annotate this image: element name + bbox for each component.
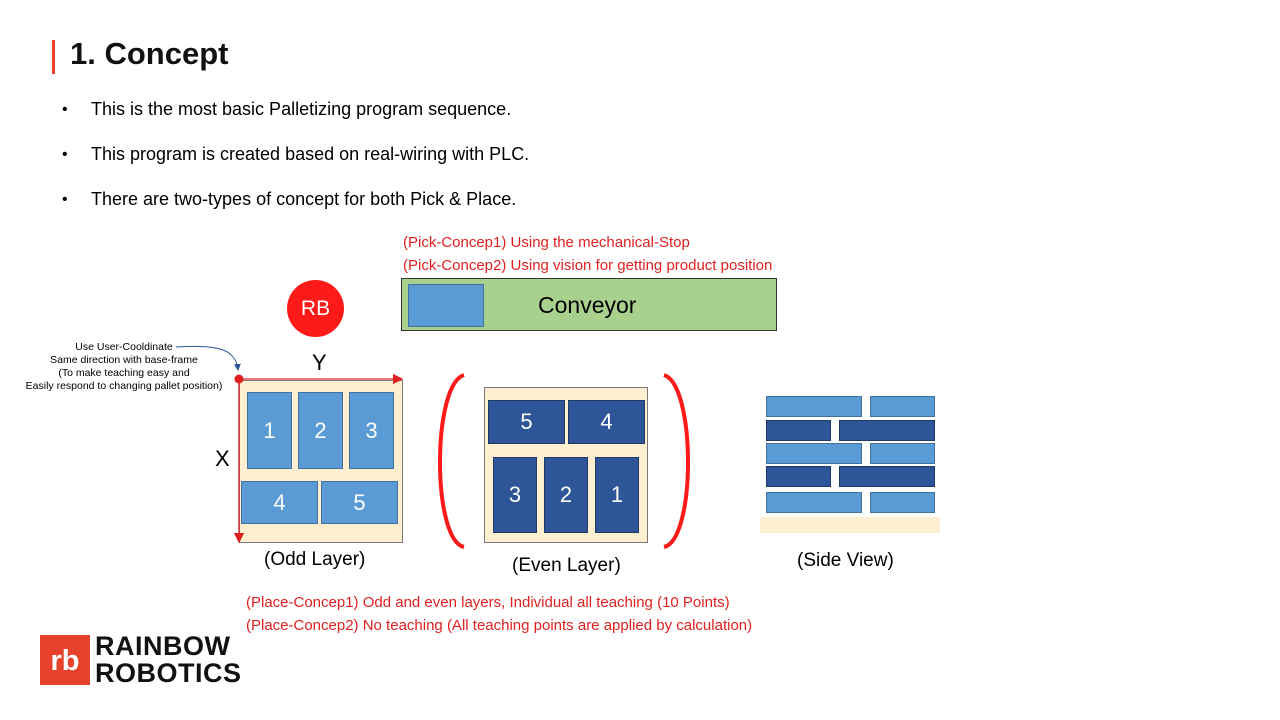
side-view-box <box>870 443 935 464</box>
odd-layer-box: 5 <box>321 481 398 524</box>
even-layer-box: 1 <box>595 457 639 533</box>
bullet-item: There are two-types of concept for both … <box>91 189 517 209</box>
even-layer-box: 4 <box>568 400 645 444</box>
side-view-pallet <box>760 517 940 533</box>
side-view-box <box>766 466 831 487</box>
side-view-caption: (Side View) <box>797 550 894 571</box>
conveyor-product-box <box>408 284 484 327</box>
pick-concept-2-note: (Pick-Concep2) Using vision for getting … <box>403 257 773 274</box>
origin-point <box>234 374 244 384</box>
odd-layer-box: 1 <box>247 392 292 469</box>
page-title: 1. Concept <box>70 36 229 71</box>
svg-text:rb: rb <box>51 645 80 677</box>
even-layer-box: 2 <box>544 457 588 533</box>
odd-layer-box: 4 <box>241 481 318 524</box>
user-coordinate-note-line: Use User-Cooldinate <box>75 341 173 353</box>
even-layer-box: 5 <box>488 400 565 444</box>
pick-concept-1-note: (Pick-Concep1) Using the mechanical-Stop <box>403 234 690 251</box>
right-bracket <box>663 373 690 549</box>
bullet-item: This program is created based on real-wi… <box>91 144 530 164</box>
side-view-box <box>766 420 831 441</box>
x-axis-label: X <box>215 446 230 471</box>
even-layer-box: 3 <box>493 457 537 533</box>
title-accent-bar <box>52 40 55 74</box>
side-view-box <box>766 492 862 513</box>
conveyor-label: Conveyor <box>538 292 637 318</box>
logo-wordmark-line1: RAINBOW <box>95 631 231 661</box>
place-concept-1-note: (Place-Concep1) Odd and even layers, Ind… <box>246 594 730 611</box>
user-coordinate-note-line: Easily respond to changing pallet positi… <box>25 380 223 392</box>
user-coordinate-note: Use User-Cooldinate Same direction with … <box>14 341 234 393</box>
bullet-item: This is the most basic Palletizing progr… <box>91 99 512 119</box>
user-coordinate-note-line: (To make teaching easy and <box>58 367 190 379</box>
side-view-box <box>839 466 935 487</box>
side-view-box <box>870 492 935 513</box>
robot-base-marker: RB <box>287 280 344 337</box>
company-logo: rb <box>40 635 90 690</box>
side-view-box <box>766 443 862 464</box>
rb-logo-mark-icon: rb <box>40 635 90 685</box>
user-coordinate-note-line: Same direction with base-frame <box>50 354 198 366</box>
bullet-marker: • <box>62 146 68 163</box>
logo-wordmark-line2: ROBOTICS <box>95 658 242 688</box>
leader-arrow <box>175 345 241 371</box>
odd-layer-box: 2 <box>298 392 343 469</box>
side-view-box <box>839 420 935 441</box>
y-axis-label: Y <box>312 350 327 375</box>
left-bracket <box>438 373 465 549</box>
side-view-box <box>766 396 862 417</box>
bullet-marker: • <box>62 191 68 208</box>
side-view-box <box>870 396 935 417</box>
odd-layer-caption: (Odd Layer) <box>264 549 366 570</box>
even-layer-caption: (Even Layer) <box>512 555 621 576</box>
odd-layer-box: 3 <box>349 392 394 469</box>
place-concept-2-note: (Place-Concep2) No teaching (All teachin… <box>246 617 753 634</box>
bullet-marker: • <box>62 101 68 118</box>
